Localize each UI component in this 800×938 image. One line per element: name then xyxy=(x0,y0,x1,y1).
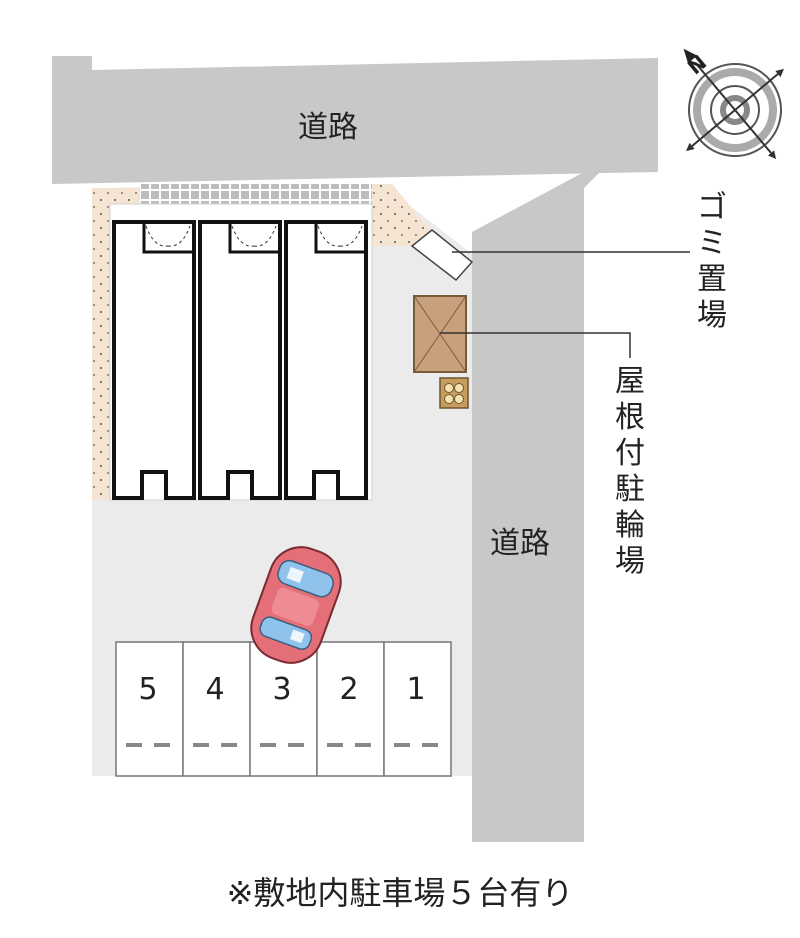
unit-entrance xyxy=(314,220,368,254)
door-swing xyxy=(145,225,191,247)
north-road xyxy=(52,56,658,184)
parking-space xyxy=(383,641,452,777)
bike-parking xyxy=(413,295,469,409)
fence xyxy=(140,184,372,204)
wheel-stop xyxy=(260,743,276,747)
garbage-label: ゴ ミ 置 場 xyxy=(697,190,727,333)
wheel-stop xyxy=(221,743,237,747)
bike-parking-label: 屋 根 付 駐 輪 場 xyxy=(615,364,645,579)
parking-space xyxy=(115,641,184,777)
door-swing xyxy=(231,225,277,247)
apartment-unit xyxy=(198,220,282,500)
wheel-stop xyxy=(422,743,438,747)
parking-caption: ※敷地内駐車場５台有り xyxy=(226,874,574,912)
wheel-stop xyxy=(154,743,170,747)
east-road xyxy=(472,172,600,842)
parking-space xyxy=(316,641,385,777)
parking-area xyxy=(115,641,452,777)
door-swing xyxy=(317,225,363,247)
unit-entrance xyxy=(228,220,282,254)
apartment-unit xyxy=(112,220,196,500)
apartment-unit xyxy=(284,220,368,500)
north-arrow-compass: N xyxy=(683,48,785,160)
parking-spot-number: 1 xyxy=(406,672,426,707)
east-road-label: 道路 xyxy=(490,526,550,561)
wheel-stop xyxy=(355,743,371,747)
parking-space xyxy=(182,641,251,777)
parking-space xyxy=(249,641,318,777)
sand-strip-top xyxy=(110,188,140,204)
parking-spot-number: 4 xyxy=(205,672,225,707)
parking-spot-number: 2 xyxy=(339,672,359,707)
parking-spot-number: 3 xyxy=(272,672,292,707)
garbage-station xyxy=(410,229,474,282)
unit-entrance xyxy=(142,220,196,254)
apartment-units xyxy=(112,220,368,500)
bike-leader xyxy=(440,332,631,358)
wheel-stop xyxy=(126,743,142,747)
wheel-stop xyxy=(327,743,343,747)
wheel-stop xyxy=(288,743,304,747)
sand-corner xyxy=(372,184,432,246)
wheel-stop xyxy=(394,743,410,747)
north-road-label: 道路 xyxy=(298,110,358,145)
sand-strip-west xyxy=(92,188,110,500)
parking-spot-number: 5 xyxy=(138,672,158,707)
wheel-stop xyxy=(193,743,209,747)
car xyxy=(250,546,342,664)
